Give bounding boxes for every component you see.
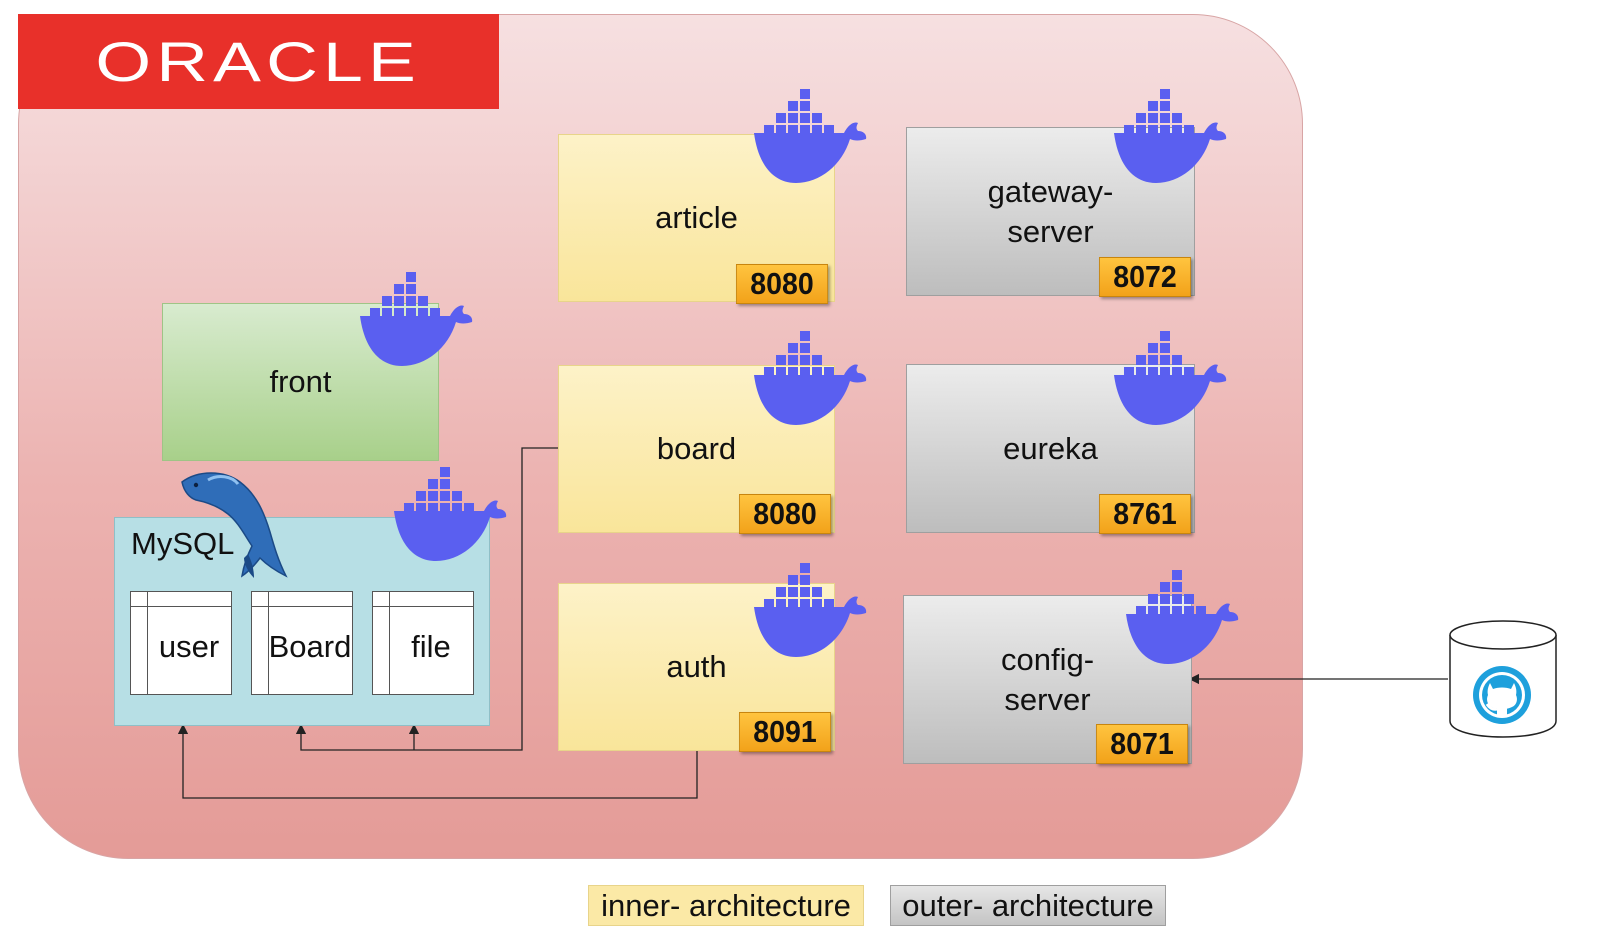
board-port-badge: 8080 (739, 494, 831, 534)
docker-whale-icon (1114, 331, 1227, 425)
docker-whale-icon (754, 331, 867, 425)
docker-whale-icon (394, 467, 507, 561)
config-label-line1: config- (1000, 641, 1095, 677)
gateway-label-line2: server (1007, 213, 1094, 249)
eureka-port-badge: 8761 (1099, 494, 1191, 534)
mysql-label: MySQL (131, 526, 235, 561)
table-file: file (372, 591, 474, 695)
legend-inner-label: inner- architecture (601, 887, 851, 923)
legend-outer-architecture: outer- architecture (890, 885, 1166, 926)
front-label: front (269, 364, 332, 399)
legend-outer-label: outer- architecture (902, 887, 1154, 923)
board-label: board (656, 431, 737, 466)
article-port-badge: 8080 (736, 264, 828, 304)
table-user: user (130, 591, 232, 695)
eureka-label: eureka (1003, 430, 1098, 466)
table-file-label: file (411, 629, 451, 664)
docker-whale-icon (754, 563, 867, 657)
docker-whale-icon (754, 89, 867, 183)
oracle-logo-text: ORACLE (95, 30, 422, 93)
auth-port-badge: 8091 (739, 712, 831, 752)
table-board-label: Board (268, 629, 352, 664)
auth-to-user-line (177, 723, 698, 799)
mysql-dolphin-icon (181, 472, 288, 578)
oracle-logo: ORACLE (18, 14, 499, 109)
docker-whale-icon (1114, 89, 1227, 183)
mysql-database-box: MySQL user Board file (114, 517, 490, 726)
table-user-label: user (158, 629, 220, 664)
article-label: article (655, 200, 738, 235)
gateway-label-line1: gateway- (987, 173, 1114, 209)
board-to-mysql-line (295, 447, 558, 751)
legend-inner-architecture: inner- architecture (588, 885, 864, 926)
docker-whale-icon (360, 272, 473, 366)
config-port-badge: 8071 (1096, 724, 1188, 764)
docker-whale-icon (1126, 570, 1239, 664)
config-label-line2: server (1004, 681, 1091, 717)
table-board: Board (251, 591, 353, 695)
repository-cylinder-icon (1449, 620, 1557, 738)
github-icon (1473, 666, 1531, 724)
auth-label: auth (666, 649, 727, 684)
gateway-port-badge: 8072 (1099, 257, 1191, 297)
